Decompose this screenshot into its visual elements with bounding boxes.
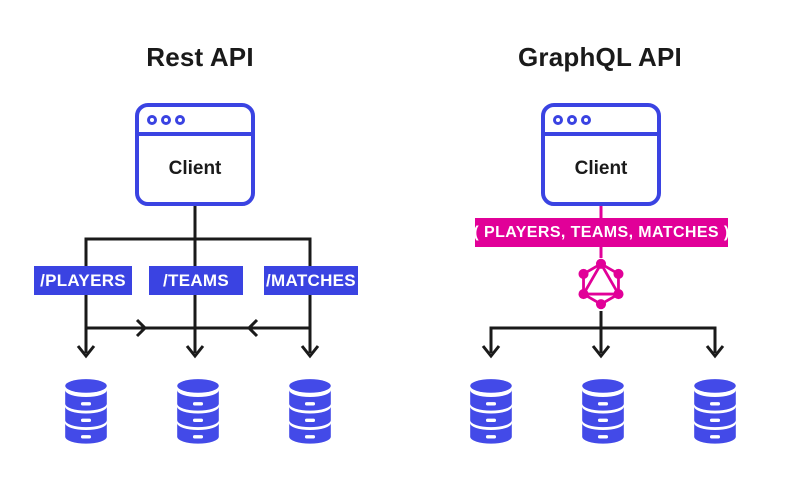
database-icon bbox=[175, 378, 221, 449]
window-titlebar bbox=[545, 107, 657, 136]
database-icon bbox=[580, 378, 626, 449]
graphql-logo-icon bbox=[573, 256, 629, 312]
graphql-query-banner: ( PLAYERS, TEAMS, MATCHES ) bbox=[473, 218, 729, 247]
rest-client-window: Client bbox=[135, 103, 255, 206]
window-dot-icon bbox=[581, 114, 591, 125]
window-dot-icon bbox=[147, 114, 157, 125]
database-icon bbox=[287, 378, 333, 449]
rest-databases bbox=[63, 378, 333, 449]
database-icon bbox=[692, 378, 738, 449]
endpoint-chip-matches: /MATCHES bbox=[264, 266, 358, 295]
window-dot-icon bbox=[161, 114, 171, 125]
window-dot-icon bbox=[567, 114, 577, 125]
window-dot-icon bbox=[553, 114, 563, 125]
database-icon bbox=[468, 378, 514, 449]
client-label: Client bbox=[168, 158, 222, 179]
window-titlebar bbox=[139, 107, 251, 136]
window-dot-icon bbox=[175, 114, 185, 125]
graphql-api-title: GraphQL API bbox=[517, 42, 682, 72]
graphql-client-window: Client bbox=[541, 103, 661, 206]
endpoint-chip-teams: /TEAMS bbox=[149, 266, 243, 295]
endpoint-chip-players: /PLAYERS bbox=[34, 266, 132, 295]
rest-api-title: Rest API bbox=[146, 42, 254, 72]
client-label: Client bbox=[574, 158, 628, 179]
graphql-databases bbox=[468, 378, 738, 449]
database-icon bbox=[63, 378, 109, 449]
